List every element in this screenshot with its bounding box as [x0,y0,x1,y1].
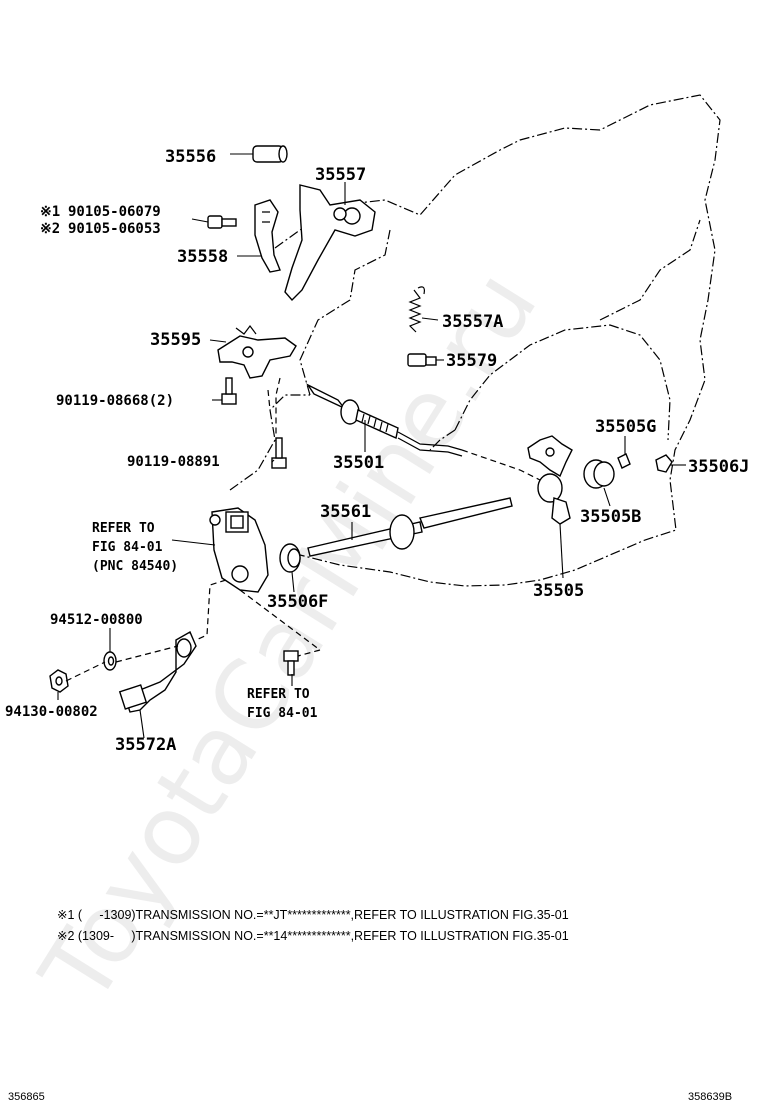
nut-94130-00802 [49,669,69,693]
callout-35505: 35505 [533,581,584,601]
bolt-90119-08668 [221,377,237,405]
refer1-line2: FIG 84-01 [92,540,163,555]
neutral-start-switch [209,507,269,593]
assembly-line-b [267,389,271,411]
leader-35506F [291,571,295,593]
refer2-line2: FIG 84-01 [247,706,318,721]
assembly-line-a [275,377,281,438]
housing-inner-contour-3 [599,219,701,321]
assembly-line-d [195,579,227,641]
bracket-35595 [217,325,297,379]
oil-seal-35506F [279,543,301,573]
clip-35506J [655,454,673,473]
pin-35505G [617,453,631,469]
callout-90105-06053: 90105-06053 [68,221,161,237]
callout-90105-06079: 90105-06079 [68,204,161,220]
callout-35557A: 35557A [442,312,503,332]
leader-90105 [191,218,209,223]
footnote-2: ※2 (1309- )TRANSMISSION NO.=**14********… [57,929,569,943]
bolt-90105 [207,215,237,229]
code-right: 358639B [688,1091,732,1103]
bolt-90119-08891 [271,437,287,469]
callout-90119-08891: 90119-08891 [127,454,220,470]
shaft-35501 [305,383,463,457]
housing-inner-contour-1 [299,229,391,396]
callout-35505B: 35505B [580,507,641,527]
footnote-1: ※1 ( -1309)TRANSMISSION NO.=**JT********… [57,908,569,922]
collar-35505B [583,459,615,489]
detent-lever-35557 [284,184,376,302]
callout-35556: 35556 [165,147,216,167]
transmission-housing-outline [274,94,721,587]
washer-94512-00800 [103,651,117,671]
shaft-35561 [307,497,513,557]
housing-inner-contour-2 [454,324,671,441]
code-left: 356865 [8,1091,45,1103]
leader-35505 [559,523,564,579]
callout-35558: 35558 [177,247,228,267]
callout-35595: 35595 [150,330,201,350]
refer1-line3: (PNC 84540) [92,559,178,574]
callout-35501: 35501 [333,453,384,473]
refer2-line1: REFER TO [247,687,310,702]
assembly-line-c [461,449,541,481]
pin-35556 [252,145,288,163]
control-lever-35572A [118,631,197,713]
callout-90105-06079-mark: ※1 [40,204,60,220]
callout-35506F: 35506F [267,592,328,612]
housing-inner-contour-4 [229,394,310,491]
refer1-line1: REFER TO [92,521,155,536]
leader-refer1 [171,539,216,546]
callout-94130-00802: 94130-00802 [5,704,98,720]
assembly-line-f [65,661,106,682]
callout-90105-06053-mark: ※2 [40,221,60,237]
callout-90119-08668: 90119-08668(2) [56,393,174,409]
callout-94512-00800: 94512-00800 [50,612,143,628]
detent-spring-35558 [254,199,281,273]
leader-35595 [209,339,227,343]
assembly-line-e [239,589,322,657]
leader-35557A [421,317,439,321]
assembly-line-g [115,645,179,663]
lever-35505 [527,435,573,525]
leader-35572A [139,709,145,739]
callout-35557: 35557 [315,165,366,185]
callout-35506J: 35506J [688,457,749,477]
spring-35557A [408,286,425,333]
leader-90119-08891 [271,459,275,463]
callout-35505G: 35505G [595,417,656,437]
plug-35579 [407,353,437,367]
callout-35572A: 35572A [115,735,176,755]
housing-inner-contour-5 [429,429,456,451]
leader-35505B [603,487,611,507]
callout-35561: 35561 [320,502,371,522]
callout-35579: 35579 [446,351,497,371]
